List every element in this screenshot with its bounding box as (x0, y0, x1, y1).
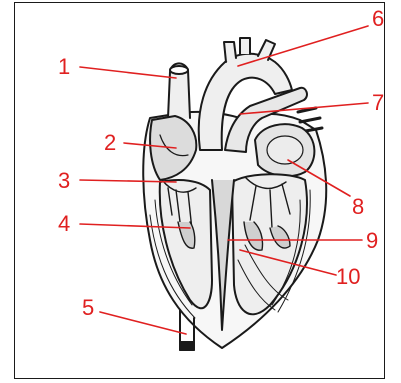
label-number-9: 9 (366, 228, 378, 253)
heart-illustration (143, 38, 326, 350)
label-number-8: 8 (352, 194, 364, 219)
label-number-1: 1 (58, 54, 70, 79)
label-number-3: 3 (58, 168, 70, 193)
leader-line-6 (238, 26, 368, 66)
label-number-4: 4 (58, 211, 70, 236)
leader-line-1 (80, 67, 176, 78)
label-number-2: 2 (104, 130, 116, 155)
label-number-7: 7 (372, 90, 384, 115)
left-ventricle (232, 174, 307, 314)
leader-line-5 (100, 312, 186, 334)
label-number-10: 10 (336, 264, 360, 289)
label-number-5: 5 (82, 295, 94, 320)
label-number-6: 6 (372, 6, 384, 31)
